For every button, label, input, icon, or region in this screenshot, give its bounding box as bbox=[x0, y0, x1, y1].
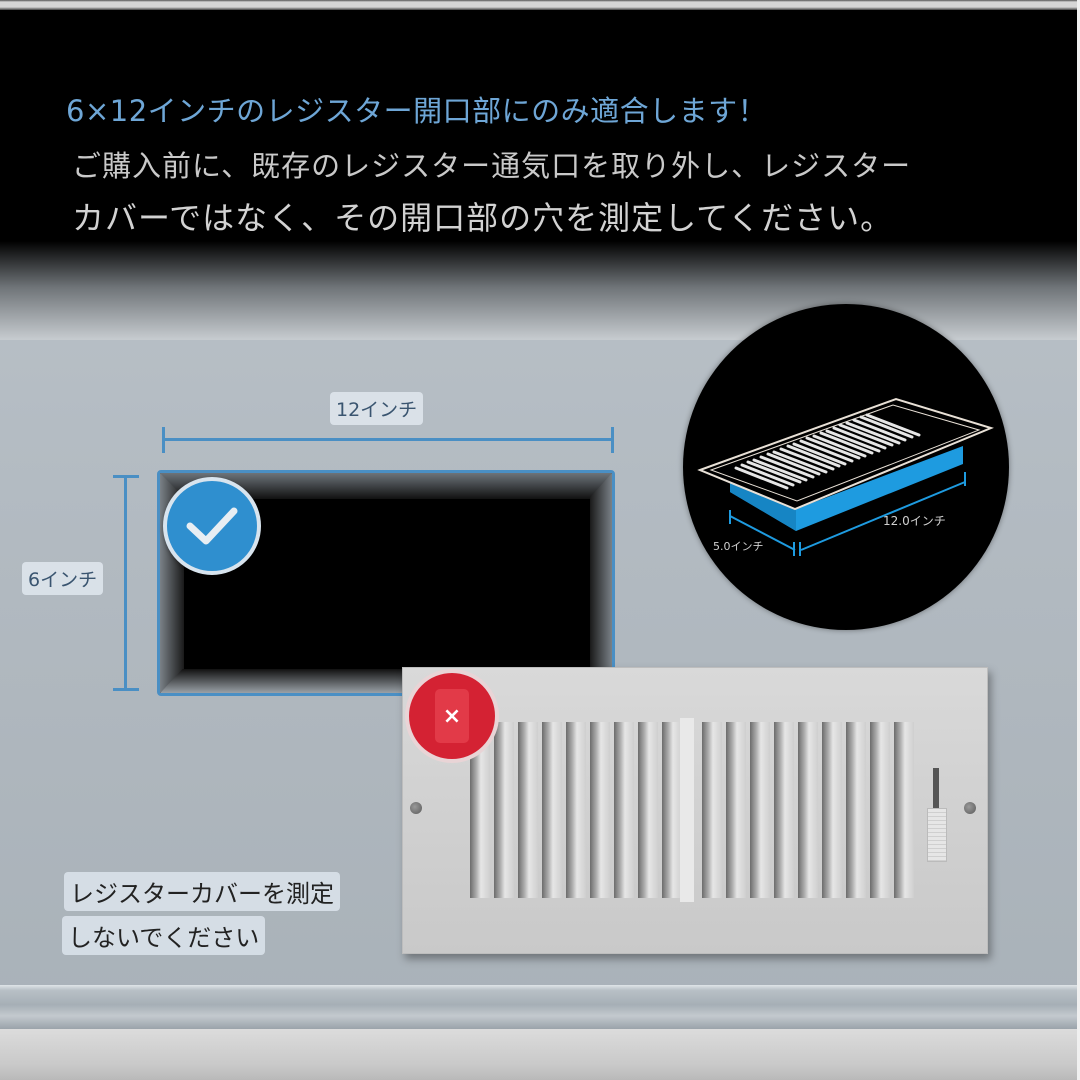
vent-center-divider bbox=[680, 718, 694, 902]
x-glyph: × bbox=[435, 689, 469, 743]
headline: 6×12インチのレジスター開口部にのみ適合します！ bbox=[66, 94, 768, 128]
height-label: 6インチ bbox=[22, 562, 104, 595]
louver bbox=[662, 722, 682, 898]
opening-bevel-right bbox=[590, 473, 612, 693]
depth-label: 5.0インチ bbox=[713, 540, 764, 553]
louver bbox=[638, 722, 658, 898]
baseboard-molding bbox=[0, 985, 1080, 1029]
checkmark-icon bbox=[163, 477, 261, 575]
instruction-line-1: ご購入前に、既存のレジスター通気口を取り外し、レジスター bbox=[72, 149, 912, 183]
louver bbox=[518, 722, 538, 898]
louver bbox=[846, 722, 866, 898]
warning-line-2: しないでください bbox=[62, 916, 266, 955]
louver bbox=[822, 722, 842, 898]
register-boot-diagram: 5.0インチ 12.0インチ bbox=[683, 304, 1009, 630]
height-dimension-line bbox=[113, 475, 139, 691]
right-border bbox=[1077, 0, 1080, 1080]
louver bbox=[494, 722, 514, 898]
louver bbox=[566, 722, 586, 898]
louver bbox=[470, 722, 490, 898]
damper-lever bbox=[927, 808, 947, 862]
louver bbox=[870, 722, 890, 898]
louver bbox=[726, 722, 746, 898]
louver bbox=[590, 722, 610, 898]
instruction-line-2: カバーではなく、その開口部の穴を測定してください。 bbox=[72, 199, 894, 237]
register-boot-illustration bbox=[697, 397, 994, 556]
screw-hole-right bbox=[964, 802, 976, 814]
damper-slot bbox=[933, 768, 939, 812]
louver bbox=[614, 722, 634, 898]
x-icon: × bbox=[405, 669, 499, 763]
louver bbox=[702, 722, 722, 898]
width-dimension-line bbox=[162, 427, 614, 453]
top-border bbox=[0, 0, 1080, 10]
louver bbox=[750, 722, 770, 898]
checkmark-glyph bbox=[186, 507, 238, 545]
warning-line-1: レジスターカバーを測定 bbox=[64, 872, 340, 911]
louver bbox=[894, 722, 914, 898]
vent-louvers bbox=[465, 722, 925, 898]
width-label: 12インチ bbox=[330, 392, 424, 425]
length-label: 12.0インチ bbox=[883, 514, 946, 528]
baseboard bbox=[0, 1029, 1080, 1080]
louver bbox=[542, 722, 562, 898]
header-banner bbox=[0, 10, 1080, 340]
screw-hole-left bbox=[410, 802, 422, 814]
louver bbox=[798, 722, 818, 898]
louver bbox=[774, 722, 794, 898]
